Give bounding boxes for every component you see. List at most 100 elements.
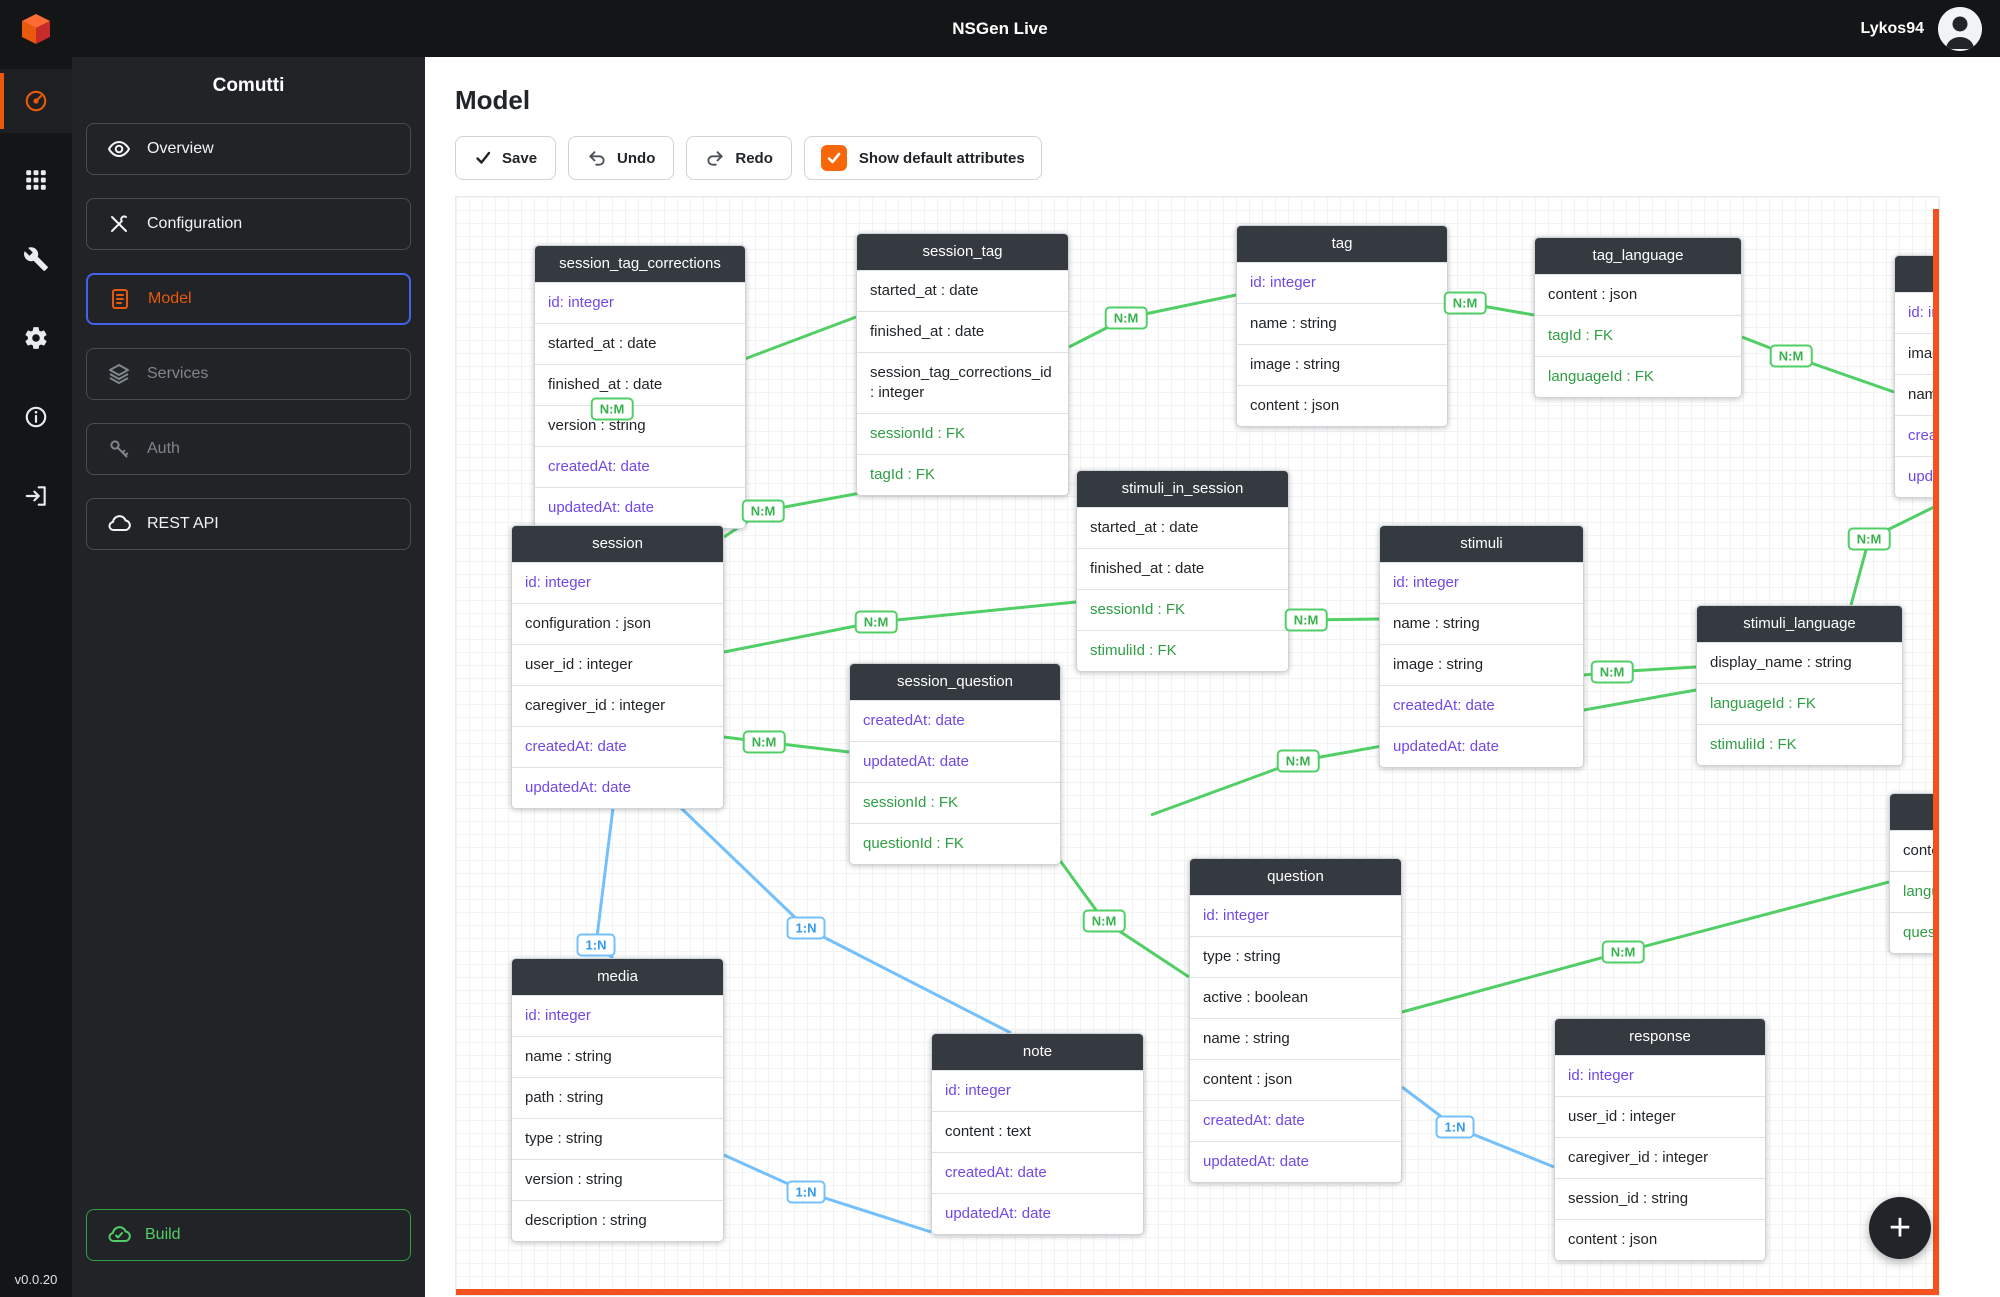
relationship-badge[interactable]: N:M	[1601, 940, 1645, 964]
add-entity-button[interactable]: +	[1869, 1197, 1931, 1259]
relationship-badge[interactable]: 1:N	[786, 916, 826, 940]
entity-title[interactable]: session_question	[850, 664, 1060, 700]
relationship-edge[interactable]	[723, 600, 1077, 654]
entity-field[interactable]: stimuliId : FK	[1697, 724, 1902, 765]
relationship-badge[interactable]: 1:N	[786, 1180, 826, 1204]
entity-title[interactable]	[1890, 794, 1939, 830]
entity-field[interactable]: session_id : string	[1555, 1178, 1765, 1219]
entity-field[interactable]: updatedAt: date	[1380, 726, 1583, 767]
entity-field[interactable]: updatedAt: date	[512, 767, 723, 808]
entity-field[interactable]: createdAt: date	[535, 446, 745, 487]
entity-field[interactable]: id: integer	[1237, 262, 1447, 303]
relationship-edge[interactable]	[1401, 1085, 1555, 1169]
entity-field[interactable]: content : json	[1535, 274, 1741, 315]
entity-field[interactable]: tagId : FK	[1535, 315, 1741, 356]
entity-field[interactable]: id: integer	[512, 995, 723, 1036]
entity-title[interactable]: tag	[1237, 226, 1447, 262]
entity-title[interactable]: session_tag_corrections	[535, 246, 745, 282]
entity-field[interactable]: tagId : FK	[857, 454, 1068, 495]
build-button[interactable]: Build	[86, 1209, 411, 1261]
entity-field[interactable]: content : json	[1190, 1059, 1401, 1100]
entity-field[interactable]: type : string	[1190, 936, 1401, 977]
sidebar-item-configuration[interactable]: Configuration	[86, 198, 411, 250]
entity-field[interactable]: updatedAt: date	[1895, 456, 1939, 497]
entity-field[interactable]: started_at : date	[535, 323, 745, 364]
relationship-badge[interactable]: N:M	[1284, 608, 1328, 632]
entity-title[interactable]: note	[932, 1034, 1143, 1070]
entity-field[interactable]: languageId : FK	[1697, 683, 1902, 724]
relationship-badge[interactable]: N:M	[1590, 660, 1634, 684]
entity-field[interactable]: path : string	[512, 1077, 723, 1118]
rail-item-settings[interactable]	[0, 306, 72, 370]
entity-field[interactable]: id: integer	[1380, 562, 1583, 603]
sidebar-item-services[interactable]: Services	[86, 348, 411, 400]
relationship-badge[interactable]: N:M	[742, 730, 786, 754]
entity-unnamed[interactable]: id: integerimage : stringname : stringcr…	[1894, 255, 1939, 498]
relationship-badge[interactable]: N:M	[1082, 909, 1126, 933]
app-logo-icon[interactable]	[18, 11, 54, 47]
entity-field[interactable]: id: integer	[1555, 1055, 1765, 1096]
entity-field[interactable]: user_id : integer	[1555, 1096, 1765, 1137]
relationship-badge[interactable]: N:M	[741, 499, 785, 523]
entity-field[interactable]: configuration : json	[512, 603, 723, 644]
entity-field[interactable]: createdAt: date	[1190, 1100, 1401, 1141]
relationship-edge[interactable]	[1741, 335, 1895, 394]
entity-field[interactable]: active : boolean	[1190, 977, 1401, 1018]
entity-field[interactable]: languageId : FK	[1890, 871, 1939, 912]
relationship-edge[interactable]	[1849, 505, 1935, 606]
entity-field[interactable]: started_at : date	[1077, 507, 1288, 548]
entity-field[interactable]: updatedAt: date	[535, 487, 745, 528]
entity-field[interactable]: finished_at : date	[857, 311, 1068, 352]
entity-field[interactable]: updatedAt: date	[1190, 1141, 1401, 1182]
entity-field[interactable]: id: integer	[1895, 292, 1939, 333]
relationship-edge[interactable]	[1401, 880, 1890, 1014]
relationship-badge[interactable]: N:M	[1443, 291, 1487, 315]
entity-field[interactable]: image : string	[1237, 344, 1447, 385]
entity-field[interactable]: updatedAt: date	[932, 1193, 1143, 1234]
entity-field[interactable]: type : string	[512, 1118, 723, 1159]
entity-field[interactable]: createdAt: date	[1895, 415, 1939, 456]
entity-field[interactable]: sessionId : FK	[850, 782, 1060, 823]
entity-title[interactable]: session_tag	[857, 234, 1068, 270]
entity-field[interactable]: sessionId : FK	[1077, 589, 1288, 630]
vertical-scrollbar[interactable]	[1933, 209, 1939, 1289]
entity-field[interactable]: updatedAt: date	[850, 741, 1060, 782]
relationship-badge[interactable]: N:M	[854, 610, 898, 634]
entity-title[interactable]	[1895, 256, 1939, 292]
entity-field[interactable]: id: integer	[535, 282, 745, 323]
relationship-badge[interactable]: 1:N	[1435, 1115, 1475, 1139]
entity-field[interactable]: name : string	[1895, 374, 1939, 415]
entity-field[interactable]: content : json	[1890, 830, 1939, 871]
entity-title[interactable]: media	[512, 959, 723, 995]
entity-field[interactable]: content : text	[932, 1111, 1143, 1152]
entity-field[interactable]: display_name : string	[1697, 642, 1902, 683]
checkbox-checked-icon[interactable]	[820, 145, 847, 171]
entity-title[interactable]: stimuli_in_session	[1077, 471, 1288, 507]
show-default-attributes-toggle[interactable]: Show default attributes	[803, 136, 1042, 180]
sidebar-item-overview[interactable]: Overview	[86, 123, 411, 175]
entity-field[interactable]: user_id : integer	[512, 644, 723, 685]
entity-field[interactable]: version : string	[535, 405, 745, 446]
relationship-badge[interactable]: N:M	[1276, 749, 1320, 773]
relationship-edge[interactable]	[1068, 293, 1237, 349]
entity-field[interactable]: id: integer	[1190, 895, 1401, 936]
entity-field[interactable]: description : string	[512, 1200, 723, 1241]
relationship-badge[interactable]: N:M	[1104, 306, 1148, 330]
entity-title[interactable]: tag_language	[1535, 238, 1741, 274]
entity-field[interactable]: image : string	[1380, 644, 1583, 685]
entity-title[interactable]: stimuli_language	[1697, 606, 1902, 642]
relationship-edge[interactable]	[723, 1153, 932, 1234]
horizontal-scrollbar[interactable]	[456, 1289, 1939, 1295]
entity-field[interactable]: questionId : FK	[1890, 912, 1939, 953]
rail-item-tools[interactable]	[0, 227, 72, 291]
